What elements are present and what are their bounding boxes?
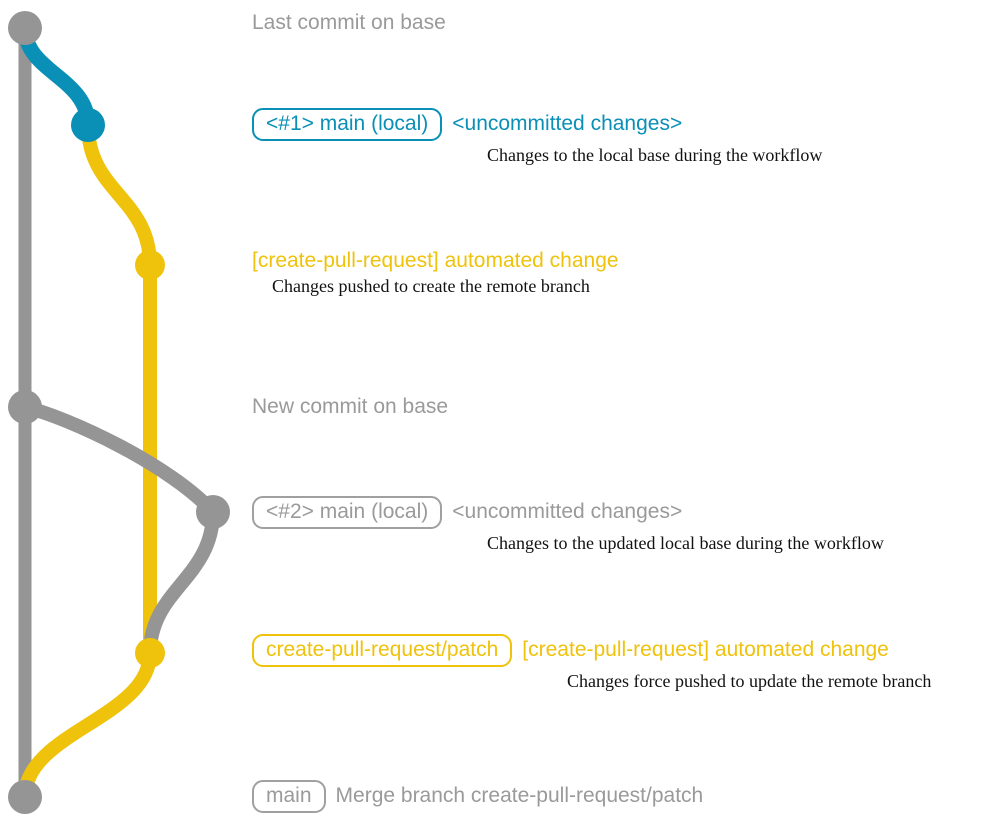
headline: [create-pull-request] automated change xyxy=(252,249,619,272)
commit-title: New commit on base xyxy=(252,395,449,418)
commit-row-new-commit-on-base: New commit on base xyxy=(252,395,449,418)
commit-title: [create-pull-request] automated change xyxy=(522,638,889,662)
commit-row-automated-change-2: create-pull-request/patch [create-pull-r… xyxy=(252,634,931,692)
headline: Last commit on base xyxy=(252,11,446,34)
node-automated-change-1 xyxy=(135,250,165,280)
commit-subtitle: Changes pushed to create the remote bran… xyxy=(272,276,590,297)
commit-title: <uncommitted changes> xyxy=(452,500,683,524)
node-new-commit-on-base xyxy=(8,390,42,424)
node-local-1 xyxy=(71,108,105,142)
commit-title: Merge branch create-pull-request/patch xyxy=(335,784,704,808)
commit-row-merge-main: main Merge branch create-pull-request/pa… xyxy=(252,780,703,813)
commit-row-local-2: <#2> main (local) <uncommitted changes> … xyxy=(252,496,884,554)
commit-row-local-1: <#1> main (local) <uncommitted changes> … xyxy=(252,108,822,166)
commit-row-automated-change-1: [create-pull-request] automated change C… xyxy=(252,249,619,297)
headline: <#1> main (local) <uncommitted changes> xyxy=(252,108,822,141)
branch-pill-main[interactable]: main xyxy=(252,780,326,813)
node-local-2 xyxy=(196,495,230,529)
node-automated-change-2 xyxy=(135,638,165,668)
headline: New commit on base xyxy=(252,395,449,418)
node-merge-main xyxy=(8,780,42,814)
edge-base-to-local-2 xyxy=(18,400,220,519)
branch-pill-local-2[interactable]: <#2> main (local) xyxy=(252,496,443,529)
node-last-commit-on-base xyxy=(8,11,42,45)
edge-local-1-to-patch-1 xyxy=(81,118,157,272)
branch-pill-create-pull-request-patch[interactable]: create-pull-request/patch xyxy=(252,634,513,667)
headline: create-pull-request/patch [create-pull-r… xyxy=(252,634,931,667)
commit-subtitle: Changes to the updated local base during… xyxy=(487,533,884,553)
commit-subtitle: Changes to the local base during the wor… xyxy=(487,145,823,165)
commit-title: [create-pull-request] automated change xyxy=(252,249,619,272)
commit-row-last-commit-on-base: Last commit on base xyxy=(252,11,446,34)
edge-patch-2-to-merge xyxy=(18,646,157,804)
commit-title: <uncommitted changes> xyxy=(452,112,683,136)
headline: main Merge branch create-pull-request/pa… xyxy=(252,780,703,813)
edge-local-2-to-patch-2 xyxy=(143,505,220,660)
headline: <#2> main (local) <uncommitted changes> xyxy=(252,496,884,529)
commit-subtitle: Changes force pushed to update the remot… xyxy=(567,671,932,691)
branch-pill-local-1[interactable]: <#1> main (local) xyxy=(252,108,443,141)
commit-title: Last commit on base xyxy=(252,11,446,34)
